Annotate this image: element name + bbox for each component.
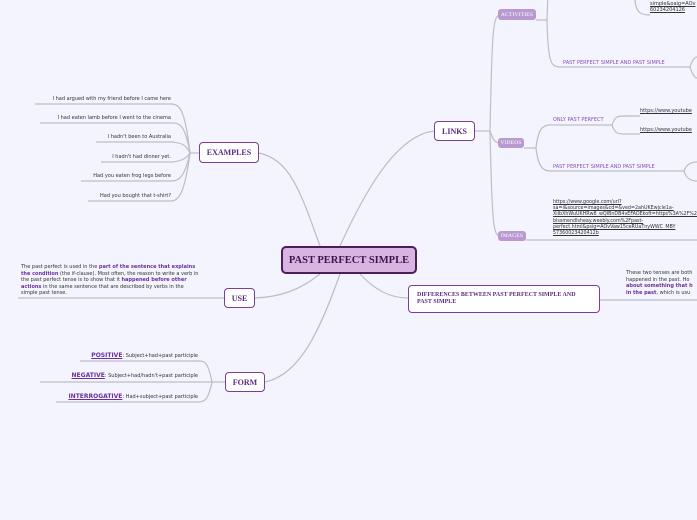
example-item[interactable]: Had you eaten frog legs before	[93, 173, 171, 179]
example-item[interactable]: I had argued with my friend before I cam…	[52, 96, 171, 102]
links-node[interactable]: LINKS	[434, 121, 475, 141]
use-text: in the same sentence that are described …	[21, 283, 184, 297]
positive-rule: : Subject+had+past participle	[122, 353, 198, 359]
link-line: blssmendlsheay.weebly.com%2Fpast-	[553, 218, 644, 224]
activities-node[interactable]: ACTIVITIES	[498, 9, 536, 20]
link-line: XiIbXhWuUKHRw8_wQIBnDB4vEFAOEkoft=https%…	[553, 212, 697, 218]
form-node[interactable]: FORM	[225, 372, 265, 392]
diff-text: These two tenses are both	[626, 270, 693, 276]
example-item[interactable]: I hadn't been to Australia	[107, 134, 171, 140]
example-item[interactable]: I had eaten lamb before I went to the ci…	[57, 115, 171, 121]
negative-rule: : Subject+had/hadn't+past participle	[104, 373, 198, 379]
link-line: simple&oaig=AOv	[650, 1, 696, 7]
links-label: LINKS	[442, 126, 467, 136]
videos-only-past-perfect[interactable]: ONLY PAST PERFECT	[553, 117, 604, 123]
use-description[interactable]: The past perfect is used in the part of …	[21, 264, 199, 297]
use-highlight-before: happened before other actions	[21, 277, 187, 290]
differences-description[interactable]: These two tenses are both happened in th…	[626, 270, 697, 296]
images-label: IMAGES	[500, 233, 524, 239]
differences-label: DIFFERENCES BETWEEN PAST PERFECT SIMPLE …	[417, 291, 576, 306]
examples-label: EXAMPLES	[206, 148, 252, 157]
use-node[interactable]: USE	[224, 288, 255, 308]
link-line: perfect.html&psig=AOvVaw15ceRUaTnyWWC_MB…	[553, 224, 676, 230]
diff-highlight: in the past	[626, 289, 657, 296]
activities-label: ACTIVITIES	[500, 11, 534, 18]
use-text: (the if-clause). Most often, the reason …	[21, 270, 199, 284]
form-positive[interactable]: POSITIVE: Subject+had+past participle	[91, 352, 198, 359]
example-item[interactable]: Had you bought that t-shirt?	[100, 193, 171, 199]
video-link[interactable]: https://www.youtube	[640, 127, 692, 133]
images-link[interactable]: https://www.google.com/url? sa=i&source=…	[553, 200, 697, 237]
diff-highlight: about something that h	[626, 283, 693, 290]
interrogative-rule: : Had+subject+past participle	[122, 394, 198, 400]
interrogative-label: INTERROGATIVE	[68, 393, 123, 400]
activities-sub-topic[interactable]: PAST PERFECT SIMPLE AND PAST SIMPLE	[563, 60, 665, 66]
form-interrogative[interactable]: INTERROGATIVE: Had+subject+past particip…	[68, 393, 198, 400]
use-text: The past perfect is used in the	[21, 264, 99, 270]
link-line: sa=i&source=images&cd=&ved=2ahUKEwjcle1a…	[553, 206, 674, 212]
form-negative[interactable]: NEGATIVE: Subject+had/hadn't+past partic…	[72, 372, 198, 379]
central-topic-label: PAST PERFECT SIMPLE	[288, 254, 410, 266]
video-link[interactable]: https://www.youtube	[640, 108, 692, 114]
images-node[interactable]: IMAGES	[498, 231, 526, 241]
differences-node[interactable]: DIFFERENCES BETWEEN PAST PERFECT SIMPLE …	[408, 285, 600, 313]
negative-label: NEGATIVE	[71, 372, 105, 379]
link-line: 60234204126	[650, 7, 685, 13]
link-line: https://www.google.com/url?	[553, 200, 622, 205]
videos-node[interactable]: VIDEOS	[498, 138, 524, 148]
videos-label: VIDEOS	[500, 140, 522, 146]
use-label: USE	[231, 293, 248, 303]
form-label: FORM	[232, 377, 258, 387]
videos-sub-topic[interactable]: PAST PERFECT SIMPLE AND PAST SIMPLE	[553, 164, 655, 170]
diff-text: , which is usu	[656, 289, 691, 296]
example-item[interactable]: I hadn't had dinner yet.	[112, 154, 171, 160]
use-highlight-condition: part of the sentence that explains the c…	[21, 264, 196, 277]
link-line: 57360023420412b	[553, 231, 599, 237]
central-topic[interactable]: PAST PERFECT SIMPLE	[281, 246, 417, 274]
positive-label: POSITIVE	[91, 352, 123, 359]
examples-node[interactable]: EXAMPLES	[199, 142, 259, 163]
diff-text: happened in the past. Ho	[626, 276, 690, 283]
activities-link[interactable]: simple&oaig=AOv 60234204126	[650, 1, 696, 13]
